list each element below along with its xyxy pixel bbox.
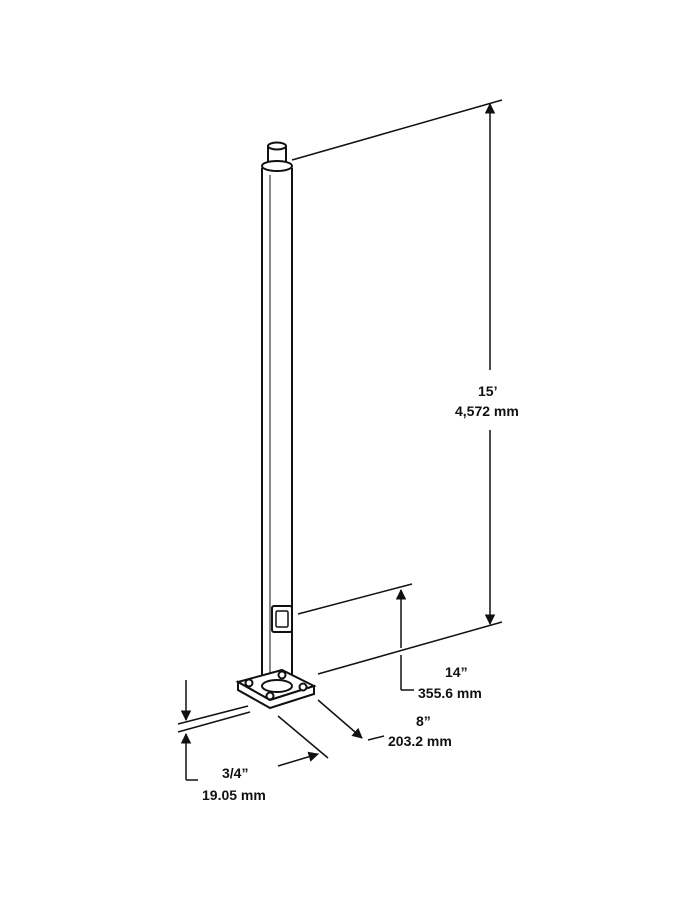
handhole-metric-label: 355.6 mm	[418, 685, 482, 701]
handhole-imperial-label: 14”	[445, 664, 468, 680]
base-plate	[235, 668, 317, 710]
pole-top-cap	[261, 160, 293, 172]
height-extension-top	[291, 99, 503, 161]
base-arrow-left	[277, 751, 320, 767]
pole-handhole-cover	[275, 610, 289, 628]
height-dimension	[291, 99, 503, 675]
height-extension-bottom	[317, 621, 503, 675]
base-dimension	[277, 699, 385, 767]
pole-tenon-cap	[267, 141, 287, 151]
pole	[261, 141, 293, 685]
height-imperial-label: 15’	[478, 383, 497, 399]
bolt-hole-left	[244, 678, 254, 688]
base-imperial-label: 8”	[416, 713, 431, 729]
base-extension-left	[277, 715, 329, 759]
base-leader	[367, 735, 385, 741]
plate-metric-label: 19.05 mm	[202, 787, 266, 803]
handhole-extension-top	[297, 583, 413, 615]
base-extension-right	[317, 699, 363, 739]
plate-imperial-label: 3/4”	[222, 765, 248, 781]
bolt-hole-top	[277, 670, 287, 680]
pole-base	[261, 679, 293, 693]
height-metric-label: 4,572 mm	[455, 403, 519, 419]
plate-dimension	[177, 680, 251, 781]
bolt-hole-right	[298, 682, 308, 692]
bolt-hole-bottom	[265, 691, 275, 701]
handhole-dimension	[297, 583, 414, 691]
plate-extension-bottom	[177, 711, 251, 733]
base-metric-label: 203.2 mm	[388, 733, 452, 749]
